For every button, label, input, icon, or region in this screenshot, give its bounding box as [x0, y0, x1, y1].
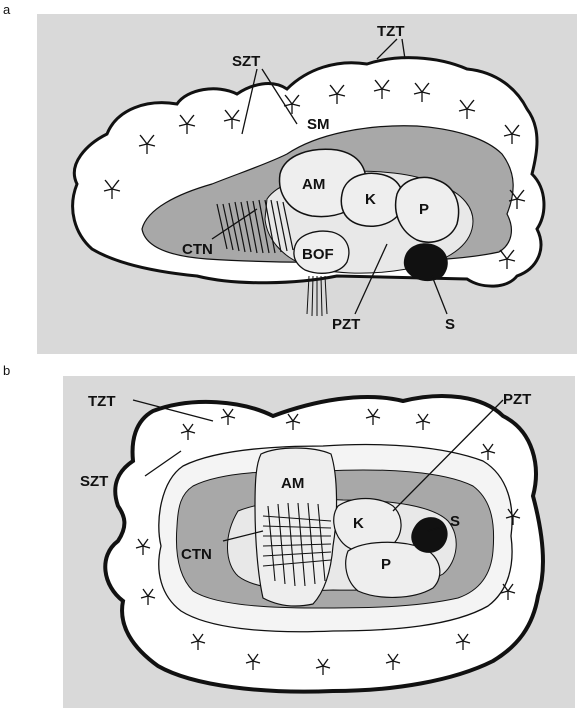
panel-a-label-s: S	[445, 316, 455, 333]
panel-b-label-tzt: TZT	[88, 393, 116, 410]
panel-a-diagram: TZT SZT SM AM K P BOF CTN PZT S	[37, 14, 577, 354]
panel-b-label-ctn: CTN	[181, 546, 212, 563]
panel-a-label-am: AM	[302, 176, 325, 193]
panel-b-label-p: P	[381, 556, 391, 573]
panel-a-label-k: K	[365, 191, 376, 208]
panel-a-label-szt: SZT	[232, 53, 260, 70]
panel-a-letter: a	[3, 2, 10, 17]
panel-a-label-sm: SM	[307, 116, 330, 133]
panel-b-label-szt: SZT	[80, 473, 108, 490]
panel-b-label-s: S	[450, 513, 460, 530]
panel-b-label-k: K	[353, 515, 364, 532]
panel-b-letter: b	[3, 363, 10, 378]
panel-a-label-pzt: PZT	[332, 316, 360, 333]
panel-b-label-pzt: PZT	[503, 391, 531, 408]
panel-a-label-ctn: CTN	[182, 241, 213, 258]
panel-b-label-am: AM	[281, 475, 304, 492]
panel-a-label-p: P	[419, 201, 429, 218]
panel-a-label-bof: BOF	[302, 246, 334, 263]
panel-b-diagram: TZT SZT PZT AM K S CTN P	[63, 376, 575, 708]
panel-a-label-tzt: TZT	[377, 23, 405, 40]
